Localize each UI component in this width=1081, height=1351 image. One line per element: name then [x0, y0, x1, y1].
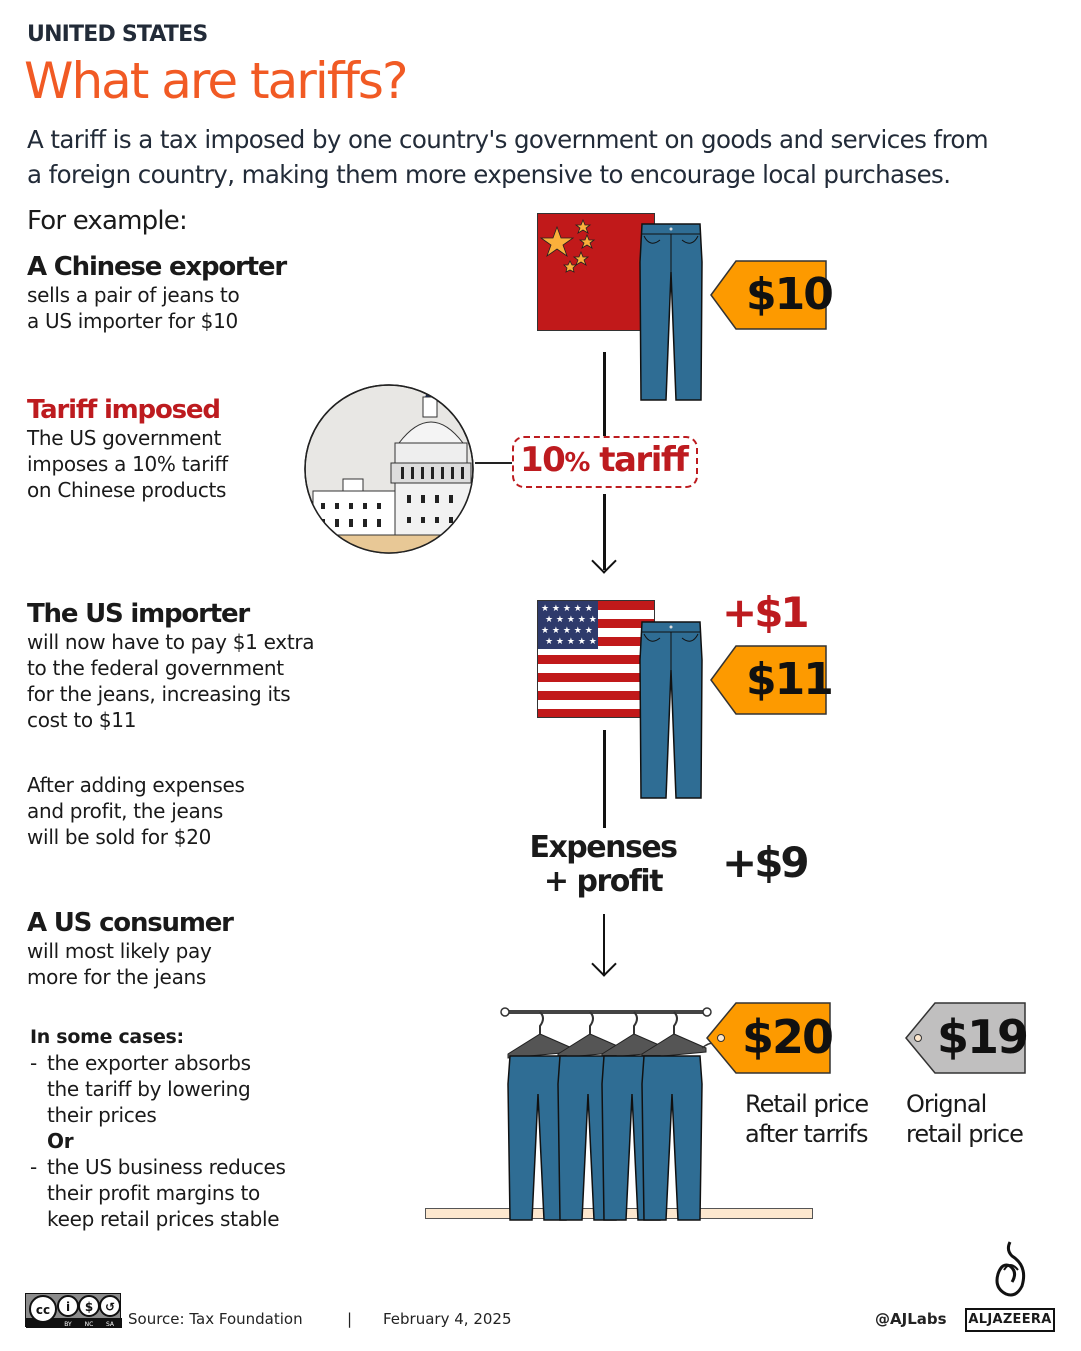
- step-line: will be sold for $20: [27, 825, 212, 849]
- intro-text: A tariff is a tax imposed by one country…: [27, 122, 1067, 192]
- retail-caption: Retail price after tarrifs: [745, 1089, 869, 1149]
- caption-line: Orignal: [906, 1090, 987, 1118]
- jeans-icon: [638, 222, 704, 406]
- price-tag-original: $19: [905, 1002, 1029, 1078]
- case-item: - the US business reduces their profit m…: [30, 1154, 286, 1232]
- bullet: -: [30, 1051, 37, 1075]
- intro-line-1: A tariff is a tax imposed by one country…: [27, 125, 989, 154]
- expenses-line: Expenses: [529, 830, 678, 865]
- svg-text:↺: ↺: [105, 1300, 115, 1314]
- kicker-label: UNITED STATES: [27, 22, 208, 47]
- svg-text:★ ★ ★ ★ ★: ★ ★ ★ ★ ★: [545, 637, 597, 647]
- tariff-percent: %: [564, 448, 590, 478]
- step-line: After adding expenses: [27, 773, 245, 797]
- flow-line: [603, 352, 606, 438]
- tariff-badge: [512, 436, 698, 488]
- caption-line: after tarrifs: [745, 1120, 868, 1148]
- price-retail: $20: [742, 1010, 834, 1064]
- step-chinese-exporter: A Chinese exporter sells a pair of jeans…: [27, 252, 287, 334]
- step-heading: The US importer: [27, 599, 250, 629]
- tariff-increment: +$1: [722, 588, 810, 637]
- price-export: $10: [746, 269, 834, 320]
- case-or: Or: [30, 1128, 286, 1154]
- aljazeera-brand: ALJAZEERA: [965, 1308, 1055, 1332]
- svg-text:i: i: [66, 1300, 70, 1314]
- cases-title: In some cases:: [30, 1026, 184, 1048]
- flow-line: [603, 494, 606, 570]
- source-text: Source: Tax Foundation: [128, 1310, 303, 1328]
- step-line: The US government: [27, 426, 222, 450]
- price-tag-retail: $20: [706, 1002, 834, 1078]
- flow-line: [603, 730, 606, 828]
- step-line: more for the jeans: [27, 965, 207, 989]
- step-us-importer: The US importer will now have to pay $1 …: [27, 599, 315, 733]
- expenses-label: Expenses + profit: [510, 831, 696, 899]
- case-line: the exporter absorbs: [47, 1051, 251, 1075]
- step-line: for the jeans, increasing its: [27, 682, 291, 706]
- step-heading: A US consumer: [27, 908, 234, 938]
- svg-text:★ ★ ★ ★ ★: ★ ★ ★ ★ ★: [541, 626, 593, 636]
- step-heading: A Chinese exporter: [27, 252, 287, 282]
- bullet: -: [30, 1155, 37, 1179]
- jeans-icon: [638, 620, 704, 804]
- china-flag-icon: [537, 213, 655, 335]
- date-text: February 4, 2025: [383, 1310, 512, 1328]
- case-item: - the exporter absorbs the tariff by low…: [30, 1050, 286, 1128]
- step-heading: Tariff imposed: [27, 395, 221, 425]
- connector-line: [475, 462, 512, 464]
- step-line: imposes a 10% tariff: [27, 452, 228, 476]
- flow-line: [603, 914, 605, 974]
- expenses-increment: +$9: [722, 838, 810, 887]
- ajlabs-handle: @AJLabs: [875, 1310, 947, 1328]
- example-label: For example:: [27, 206, 188, 236]
- svg-text:NC: NC: [85, 1321, 94, 1328]
- svg-text:$: $: [85, 1300, 93, 1314]
- usa-flag-icon: ★ ★ ★ ★ ★ ★ ★ ★ ★ ★ ★ ★ ★ ★ ★ ★ ★ ★ ★ ★: [537, 600, 655, 722]
- capitol-building-icon: [303, 383, 475, 559]
- footer-separator: |: [347, 1310, 353, 1328]
- price-original: $19: [937, 1010, 1029, 1064]
- step-line: a US importer for $10: [27, 309, 238, 333]
- intro-line-2: a foreign country, making them more expe…: [27, 160, 951, 189]
- step-tariff-imposed: Tariff imposed The US government imposes…: [27, 395, 228, 503]
- svg-text:BY: BY: [64, 1321, 72, 1328]
- original-caption: Orignal retail price: [906, 1089, 1024, 1149]
- tariff-number: 10: [520, 440, 566, 480]
- cases-block: In some cases: - the exporter absorbs th…: [30, 1024, 286, 1232]
- svg-text:★ ★ ★ ★ ★: ★ ★ ★ ★ ★: [541, 604, 593, 614]
- page-title: What are tariffs?: [24, 52, 409, 110]
- svg-text:SA: SA: [106, 1321, 115, 1328]
- caption-line: retail price: [906, 1120, 1024, 1148]
- tariff-word: tariff: [588, 440, 689, 480]
- aljazeera-logo-icon: [988, 1240, 1032, 1306]
- arrow-down-icon: [591, 548, 617, 574]
- step-line: will now have to pay $1 extra: [27, 630, 315, 654]
- caption-line: Retail price: [745, 1090, 869, 1118]
- price-import: $11: [746, 654, 834, 705]
- arrow-down-icon: [591, 951, 617, 977]
- svg-text:cc: cc: [36, 1303, 50, 1317]
- case-or-label: Or: [47, 1129, 74, 1153]
- step-line: and profit, the jeans: [27, 799, 223, 823]
- case-line: keep retail prices stable: [47, 1207, 280, 1231]
- expenses-line: + profit: [543, 864, 664, 899]
- step-us-consumer: A US consumer will most likely pay more …: [27, 908, 234, 990]
- clothing-rack-icon: [500, 1004, 740, 1228]
- cc-license-icon: cc i $ ↺ BY NC SA: [25, 1293, 122, 1328]
- step-expenses-note: After adding expenses and profit, the je…: [27, 772, 245, 850]
- step-line: to the federal government: [27, 656, 284, 680]
- step-line: sells a pair of jeans to: [27, 283, 240, 307]
- step-line: on Chinese products: [27, 478, 227, 502]
- tariff-label: 10% tariff: [520, 440, 689, 480]
- case-line: their prices: [47, 1103, 157, 1127]
- step-line: will most likely pay: [27, 939, 212, 963]
- price-tag-import: $11: [710, 645, 834, 719]
- case-line: their profit margins to: [47, 1181, 260, 1205]
- case-line: the tariff by lowering: [47, 1077, 251, 1101]
- svg-text:★ ★ ★ ★ ★: ★ ★ ★ ★ ★: [545, 615, 597, 625]
- step-line: cost to $11: [27, 708, 137, 732]
- case-line: the US business reduces: [47, 1155, 286, 1179]
- price-tag-export: $10: [710, 260, 834, 334]
